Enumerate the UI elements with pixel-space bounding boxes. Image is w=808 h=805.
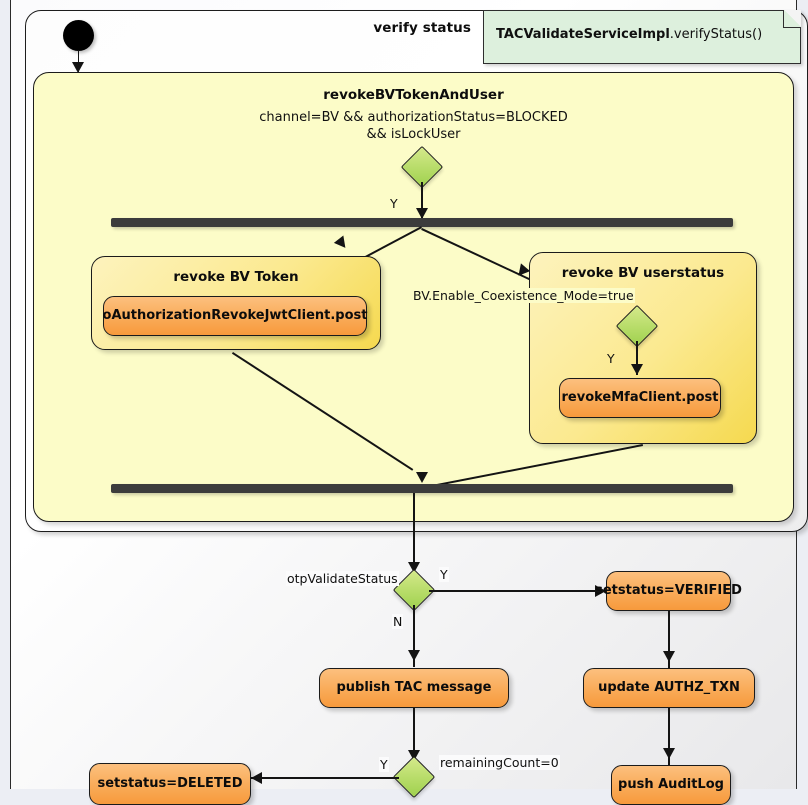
page-title: verify status <box>373 20 471 36</box>
arrowhead-lock-fork <box>416 208 428 219</box>
arrowhead-otp-verified <box>595 585 606 597</box>
label-lock-yes: Y <box>389 196 399 211</box>
label-otp-no: N <box>392 614 404 629</box>
arrowhead-publish-count <box>408 750 420 761</box>
edge-otp-yes-to-verified <box>429 590 606 592</box>
edge-count-yes-to-deleted <box>251 777 399 779</box>
action-push-auditlog: push AuditLog <box>611 765 731 805</box>
arrowhead-join <box>416 472 428 483</box>
arrowhead-otp-publish <box>408 650 420 661</box>
edge-authz-to-auditlog <box>668 708 670 766</box>
edge-join-to-otp <box>413 493 415 581</box>
edge-lock-to-fork <box>421 182 423 220</box>
label-otp-yes: Y <box>439 567 449 582</box>
group-userstatus-header: revoke BV userstatus <box>561 265 725 281</box>
note-box: TACValidateServiceImpl.verifyStatus() <box>483 10 801 64</box>
edge-verified-to-authz <box>668 611 670 669</box>
action-set-status-verified: set status=VERIFIED <box>595 571 742 611</box>
label-otp-guard: otpValidateStatus <box>286 571 399 586</box>
label-coexistence-guard: BV.Enable_Coexistence_Mode=true <box>412 288 635 303</box>
arrowhead-join-otp <box>408 562 420 573</box>
start-node-icon <box>63 20 94 51</box>
arrowhead-coex-mfa <box>631 364 643 375</box>
edge-coex-to-mfa <box>636 341 638 375</box>
action-set-deleted-line2: status=DELETED <box>120 776 243 791</box>
action-oauthorization-revoke-jwt-client-post: oAuthorizationRevokeJwtClient.post <box>103 296 368 336</box>
label-coexistence-yes: Y <box>607 351 615 366</box>
diagram-canvas: verify status TACValidateServiceImpl.ver… <box>10 0 808 805</box>
arrowhead-count-deleted <box>251 772 262 784</box>
arrowhead-start <box>72 62 84 73</box>
action-update-authz-txn: update AUTHZ_TXN <box>583 668 755 708</box>
action-revoke-mfa-client-post: revokeMfaClient.post <box>559 378 721 418</box>
action-set-status-deleted: set status=DELETED <box>89 763 251 805</box>
partition-guard-line2: && isLockUser <box>366 127 461 142</box>
note-fold-icon <box>783 10 801 28</box>
join-bar <box>111 484 733 493</box>
group-token-header: revoke BV Token <box>173 269 299 285</box>
fork-bar <box>111 218 733 227</box>
label-count-yes: Y <box>379 757 389 772</box>
action-set-verified-line2: status=VERIFIED <box>617 583 742 598</box>
partition-guard-line1: channel=BV && authorizationStatus=BLOCKE… <box>259 110 568 125</box>
action-publish-tac-message: publish TAC message <box>319 668 509 708</box>
partition-header: revokeBVTokenAndUser <box>323 87 504 103</box>
note-method-name: .verifyStatus() <box>669 27 763 42</box>
action-set-deleted-line1: set <box>97 776 121 791</box>
arrowhead-authz-auditlog <box>663 748 675 759</box>
note-class-name: TACValidateServiceImpl <box>496 27 670 42</box>
edge-publish-to-count <box>413 708 415 766</box>
arrowhead-verified-authz <box>663 651 675 662</box>
decision-remaining-count <box>392 755 436 799</box>
label-count-guard: remainingCount=0 <box>439 755 560 770</box>
partition-guard: channel=BV && authorizationStatus=BLOCKE… <box>34 109 793 143</box>
edge-otp-no-to-publish <box>413 605 415 667</box>
note-text: TACValidateServiceImpl.verifyStatus() <box>496 27 762 42</box>
action-set-verified-line1: set <box>595 583 618 598</box>
